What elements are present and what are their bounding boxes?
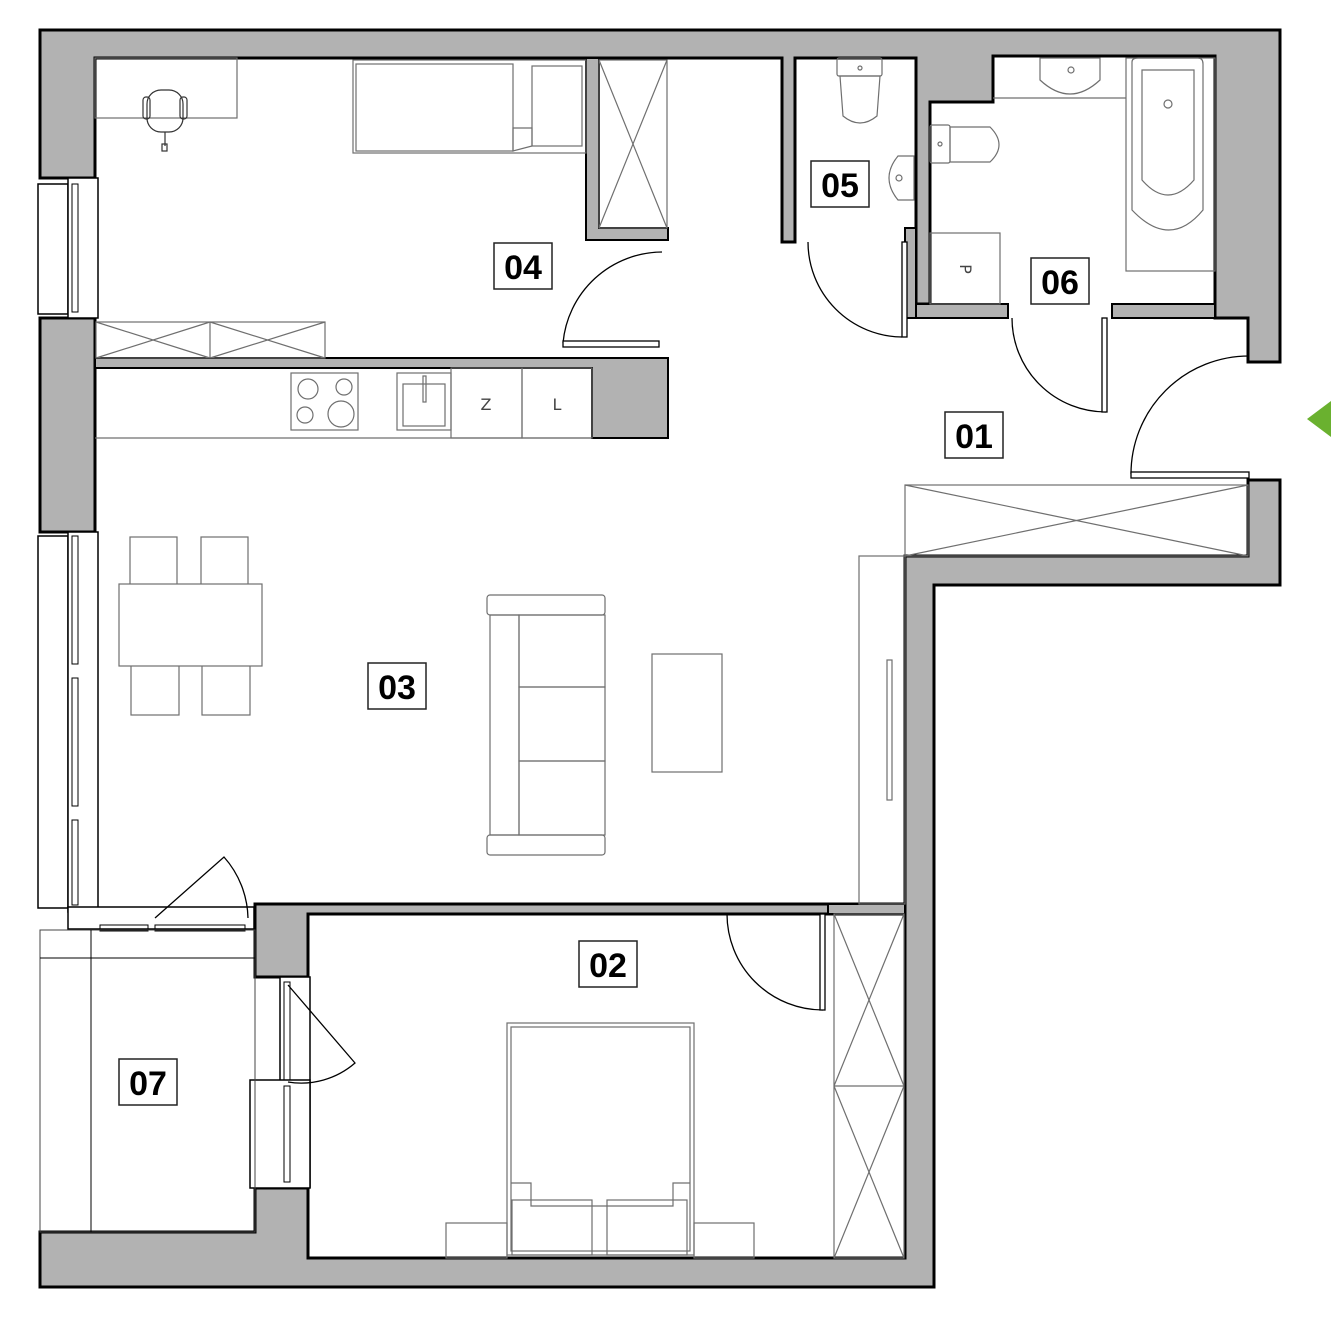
wardrobe-04	[598, 59, 668, 229]
room-06-fixtures: P	[929, 57, 1216, 305]
washing-machine	[929, 232, 1001, 305]
room-label-05: 05	[810, 160, 870, 208]
svg-text:07: 07	[129, 1065, 167, 1103]
single-bed	[352, 59, 587, 154]
svg-text:03: 03	[378, 669, 416, 707]
desk	[94, 57, 238, 119]
svg-text:04: 04	[504, 249, 542, 287]
window-room-02	[249, 976, 311, 1189]
windows	[37, 177, 311, 1189]
door-balcony-02	[287, 984, 356, 1084]
door-room-04	[562, 251, 663, 348]
hall-wardrobe-sliding	[858, 555, 906, 905]
bathtub-icon	[1125, 57, 1216, 272]
door-room-05	[807, 241, 908, 338]
window-room-03	[37, 531, 255, 932]
door-room-06	[1011, 317, 1108, 413]
room-labels: 04 05 06 01 03 02 07	[118, 160, 1090, 1106]
nightstand-left	[445, 1222, 508, 1259]
svg-text:01: 01	[955, 418, 993, 456]
nightstand-right	[693, 1222, 755, 1259]
svg-text:06: 06	[1041, 264, 1079, 302]
svg-text:05: 05	[821, 167, 859, 205]
svg-text:02: 02	[589, 947, 627, 985]
room-label-02: 02	[578, 940, 638, 988]
balcony-outline	[39, 929, 256, 1233]
coffee-table	[651, 653, 723, 773]
washing-machine-label: P	[956, 264, 975, 274]
fridge-label: Z	[481, 395, 492, 414]
wardrobe-02	[833, 913, 905, 1259]
toilet-icon	[929, 124, 1000, 164]
room-04-furniture	[94, 57, 668, 359]
window-room-04	[37, 177, 99, 319]
door-room-02	[726, 913, 826, 1011]
washbasin-icon	[1039, 57, 1101, 95]
dining-table	[118, 536, 263, 716]
entrance-arrow-icon	[1307, 401, 1331, 437]
room-label-07: 07	[118, 1058, 178, 1106]
cooktop-icon	[290, 372, 359, 431]
room-label-01: 01	[944, 411, 1004, 459]
sofa	[486, 594, 606, 856]
double-bed	[506, 1022, 695, 1256]
room-02-furniture	[445, 913, 905, 1259]
sink-icon	[396, 372, 452, 431]
room-05-fixtures	[836, 57, 915, 201]
room-label-06: 06	[1030, 257, 1090, 305]
office-chair-icon	[142, 89, 188, 152]
interior-walls	[94, 57, 1216, 915]
hall-wardrobe	[904, 484, 1249, 557]
room-03-furniture	[118, 536, 906, 905]
kitchen-counter: Z L	[95, 367, 593, 439]
room-label-03: 03	[367, 662, 427, 710]
door-entrance	[1130, 355, 1250, 479]
low-cabinet-04	[95, 321, 326, 359]
door-balcony-03	[154, 856, 249, 919]
toilet-icon	[836, 57, 883, 124]
washbasin-icon	[888, 155, 915, 201]
doors	[154, 241, 1250, 1084]
dishwasher-label: L	[553, 395, 562, 414]
room-label-04: 04	[493, 242, 553, 290]
